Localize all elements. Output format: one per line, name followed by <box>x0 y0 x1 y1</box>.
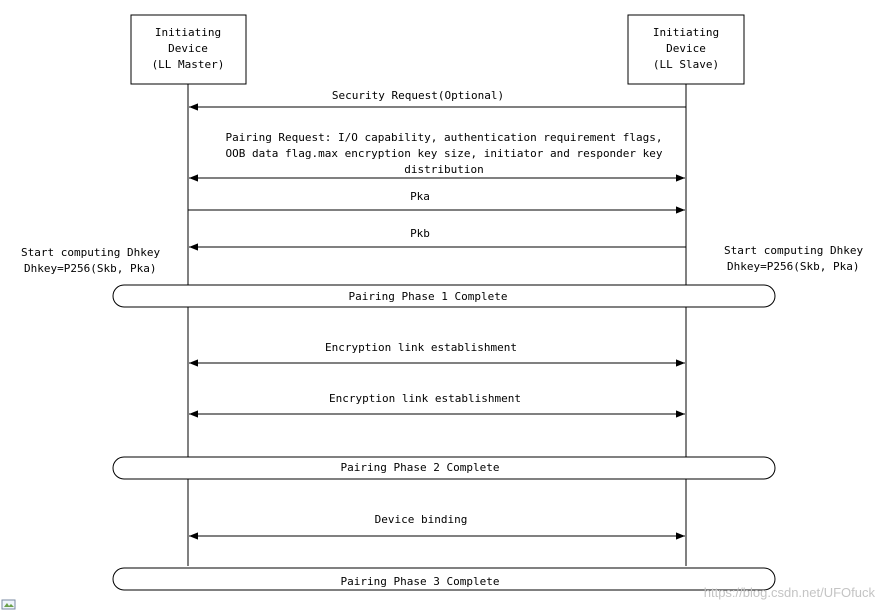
phase-1-bar: Pairing Phase 1 Complete <box>112 284 776 308</box>
slave-note-line-1: Start computing Dhkey <box>724 244 863 257</box>
phase-3-bar: Pairing Phase 3 Complete <box>112 567 776 591</box>
security-request-label: Security Request(Optional) <box>332 89 504 102</box>
pka-label: Pka <box>410 190 430 203</box>
device-binding-label: Device binding <box>375 513 468 526</box>
slave-participant-box: Initiating Device (LL Slave) <box>627 14 745 85</box>
phase-2-bar: Pairing Phase 2 Complete <box>112 456 776 480</box>
encryption-1-label: Encryption link establishment <box>325 341 517 354</box>
image-icon <box>1 599 16 610</box>
pairing-request-label-line-1: Pairing Request: I/O capability, authent… <box>225 131 662 144</box>
slave-label-line-1: Initiating <box>653 26 719 39</box>
pkb-label: Pkb <box>410 227 430 240</box>
encryption-2-label: Encryption link establishment <box>329 392 521 405</box>
master-note-line-2: Dhkey=P256(Skb, Pka) <box>24 262 156 275</box>
phase-1-label: Pairing Phase 1 Complete <box>349 290 508 303</box>
pairing-request-label-line-2: OOB data flag.max encryption key size, i… <box>225 147 662 160</box>
phase-2-label: Pairing Phase 2 Complete <box>341 461 500 474</box>
pairing-request-label-line-3: distribution <box>404 163 483 176</box>
slave-note-line-2: Dhkey=P256(Skb, Pka) <box>727 260 859 273</box>
phase-3-label: Pairing Phase 3 Complete <box>341 575 500 588</box>
master-label-line-1: Initiating <box>155 26 221 39</box>
master-participant-box: Initiating Device (LL Master) <box>130 14 247 85</box>
master-label-line-3: (LL Master) <box>152 58 225 71</box>
master-note-line-1: Start computing Dhkey <box>21 246 160 259</box>
watermark-text: https://blog.csdn.net/UFOfuck <box>704 585 876 600</box>
master-label-line-2: Device <box>168 42 208 55</box>
slave-label-line-3: (LL Slave) <box>653 58 719 71</box>
slave-label-line-2: Device <box>666 42 706 55</box>
